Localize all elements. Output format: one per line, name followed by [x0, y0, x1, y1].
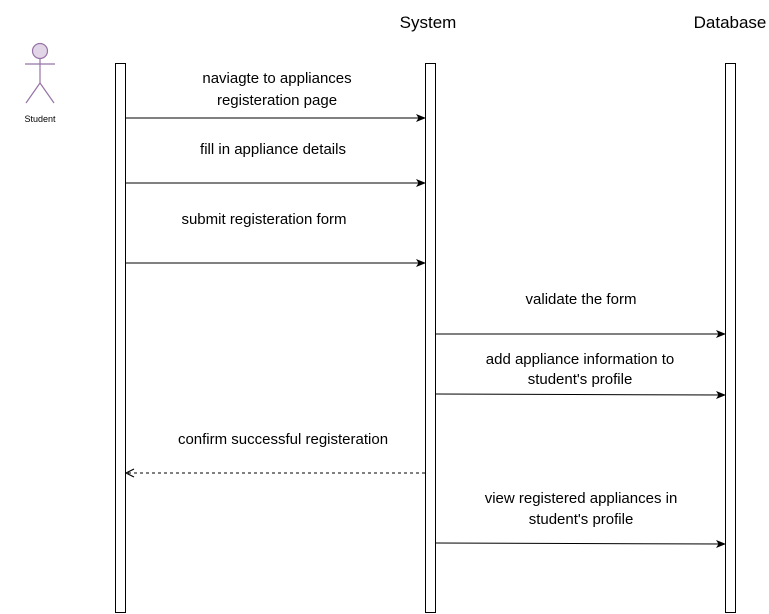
- message-add-info: add appliance information to student's p…: [434, 351, 726, 399]
- system-label: System: [400, 13, 457, 32]
- message-label-line: naviagte to appliances: [202, 70, 351, 87]
- message-label-line: student's profile: [528, 371, 633, 388]
- message-submit-form: submit registeration form: [125, 211, 426, 267]
- message-label-line: confirm successful registeration: [178, 431, 388, 448]
- message-confirm-registration: confirm successful registeration: [126, 431, 425, 473]
- message-label-line: student's profile: [529, 511, 634, 528]
- message-navigate: naviagte to appliances registeration pag…: [125, 70, 426, 122]
- student-activation-bar: [115, 63, 126, 613]
- message-arrow: [434, 539, 726, 548]
- student-label: Student: [24, 114, 56, 124]
- system-activation-bar: [425, 63, 436, 613]
- message-arrow: [434, 390, 726, 399]
- message-label-line: submit registeration form: [181, 211, 346, 228]
- message-label-line: registeration page: [217, 92, 337, 109]
- message-label-line: fill in appliance details: [200, 141, 346, 158]
- message-validate-form: validate the form: [435, 291, 726, 338]
- message-label-line: view registered appliances in: [485, 490, 678, 507]
- message-view-appliances: view registered appliances in student's …: [434, 490, 726, 548]
- database-label: Database: [694, 13, 767, 32]
- message-label-line: validate the form: [526, 291, 637, 308]
- message-label-line: add appliance information to: [486, 351, 674, 368]
- student-actor-icon: [25, 42, 55, 104]
- message-fill-details: fill in appliance details: [125, 141, 426, 187]
- database-activation-bar: [725, 63, 736, 613]
